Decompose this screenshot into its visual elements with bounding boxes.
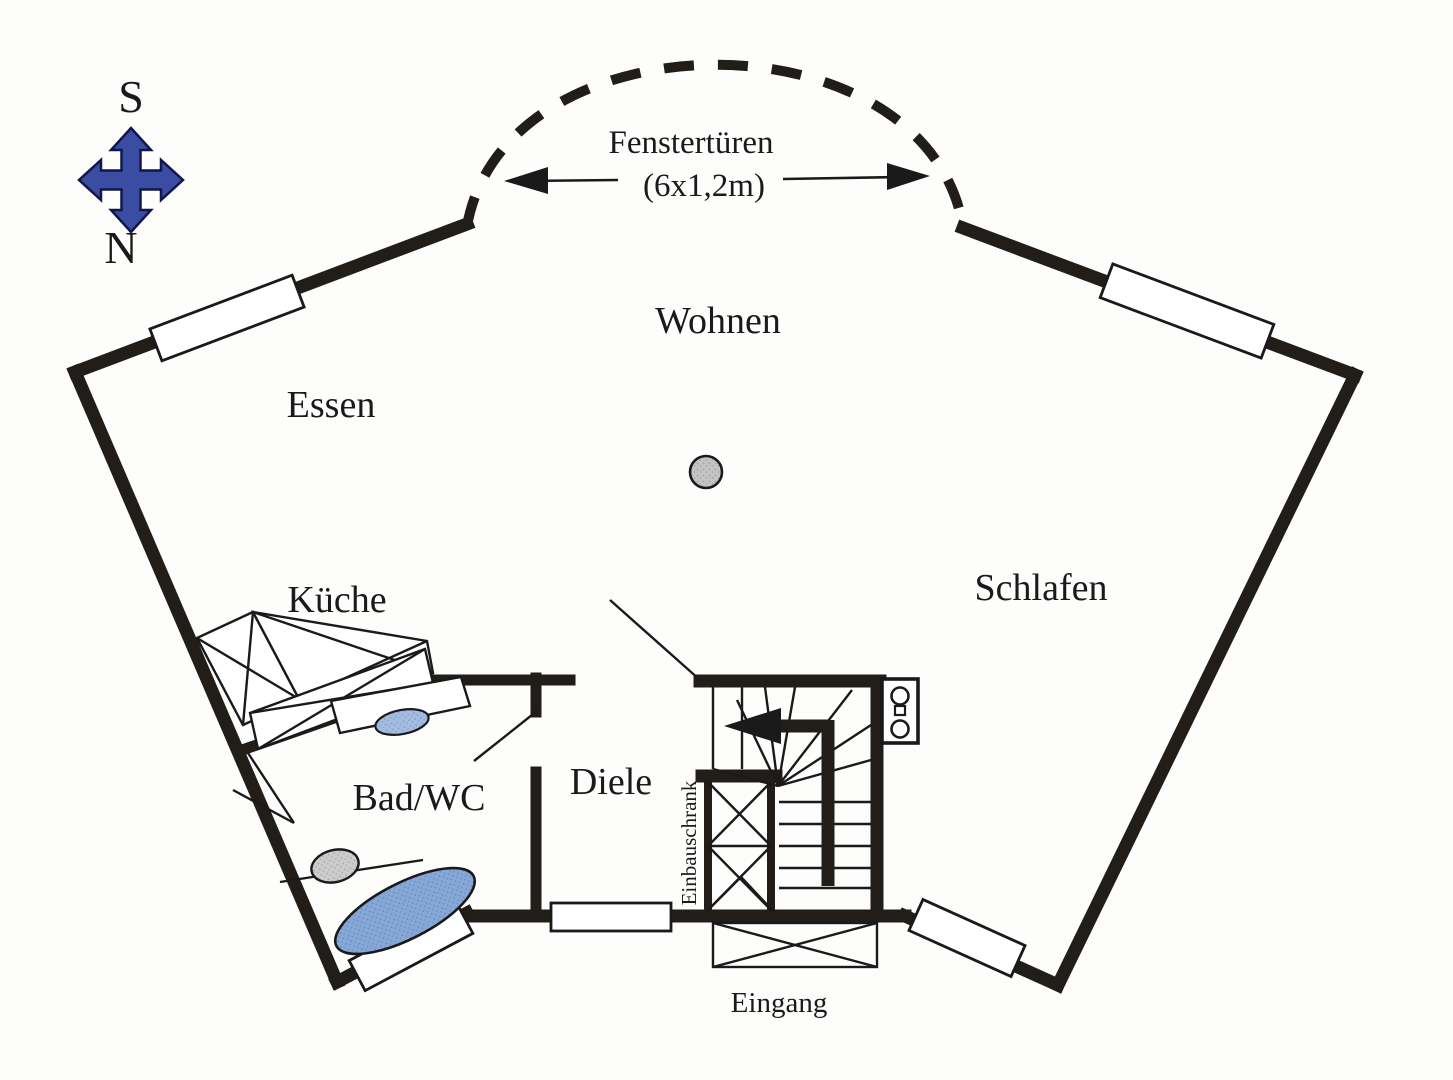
room-label-bedroom: Schlafen [975,567,1108,609]
stair-direction-arrow [724,708,835,886]
window [1098,262,1276,360]
windows [148,262,1276,993]
french-doors-size: (6x1,2m) [643,168,765,204]
entrance-label: Eingang [731,987,828,1019]
room-label-hall: Diele [570,761,652,803]
kitchen-door-leaf2 [232,788,295,825]
bathtub [333,866,477,956]
labels: Fenstertüren (6x1,2m) Wohnen Essen Küche… [287,125,1108,1019]
compass-arrows-icon [77,126,185,234]
dimension-arrows [504,163,930,194]
entrance-door-swing [705,875,775,913]
hall-door-line [609,599,701,681]
room-label-dining: Essen [287,384,376,426]
kitchen-door-leaf [246,752,296,824]
door-lines [232,599,701,825]
bath-door-leaf [473,710,538,762]
vanity-counter [329,675,472,735]
compass-south-label: S [118,71,144,122]
built-in-closet [707,781,772,911]
window [907,897,1027,979]
closet-label: Einbauschrank [677,780,701,905]
room-label-bath: Bad/WC [353,777,486,819]
room-label-living: Wohnen [655,300,781,342]
french-doors-arc [462,59,968,227]
bathroom-fixtures [279,675,477,956]
window [148,273,306,363]
sink [374,708,430,736]
compass-north-label: N [104,222,137,273]
room-label-kitchen: Küche [287,579,386,621]
compass-rose: S N [77,71,185,273]
appliance [880,677,920,745]
staircase [711,686,872,890]
toilet [310,848,360,884]
wall-right [1049,366,1364,994]
column [688,454,724,490]
french-doors-label: Fenstertüren [609,125,774,161]
window [549,901,673,933]
entrance-porch [705,875,879,969]
